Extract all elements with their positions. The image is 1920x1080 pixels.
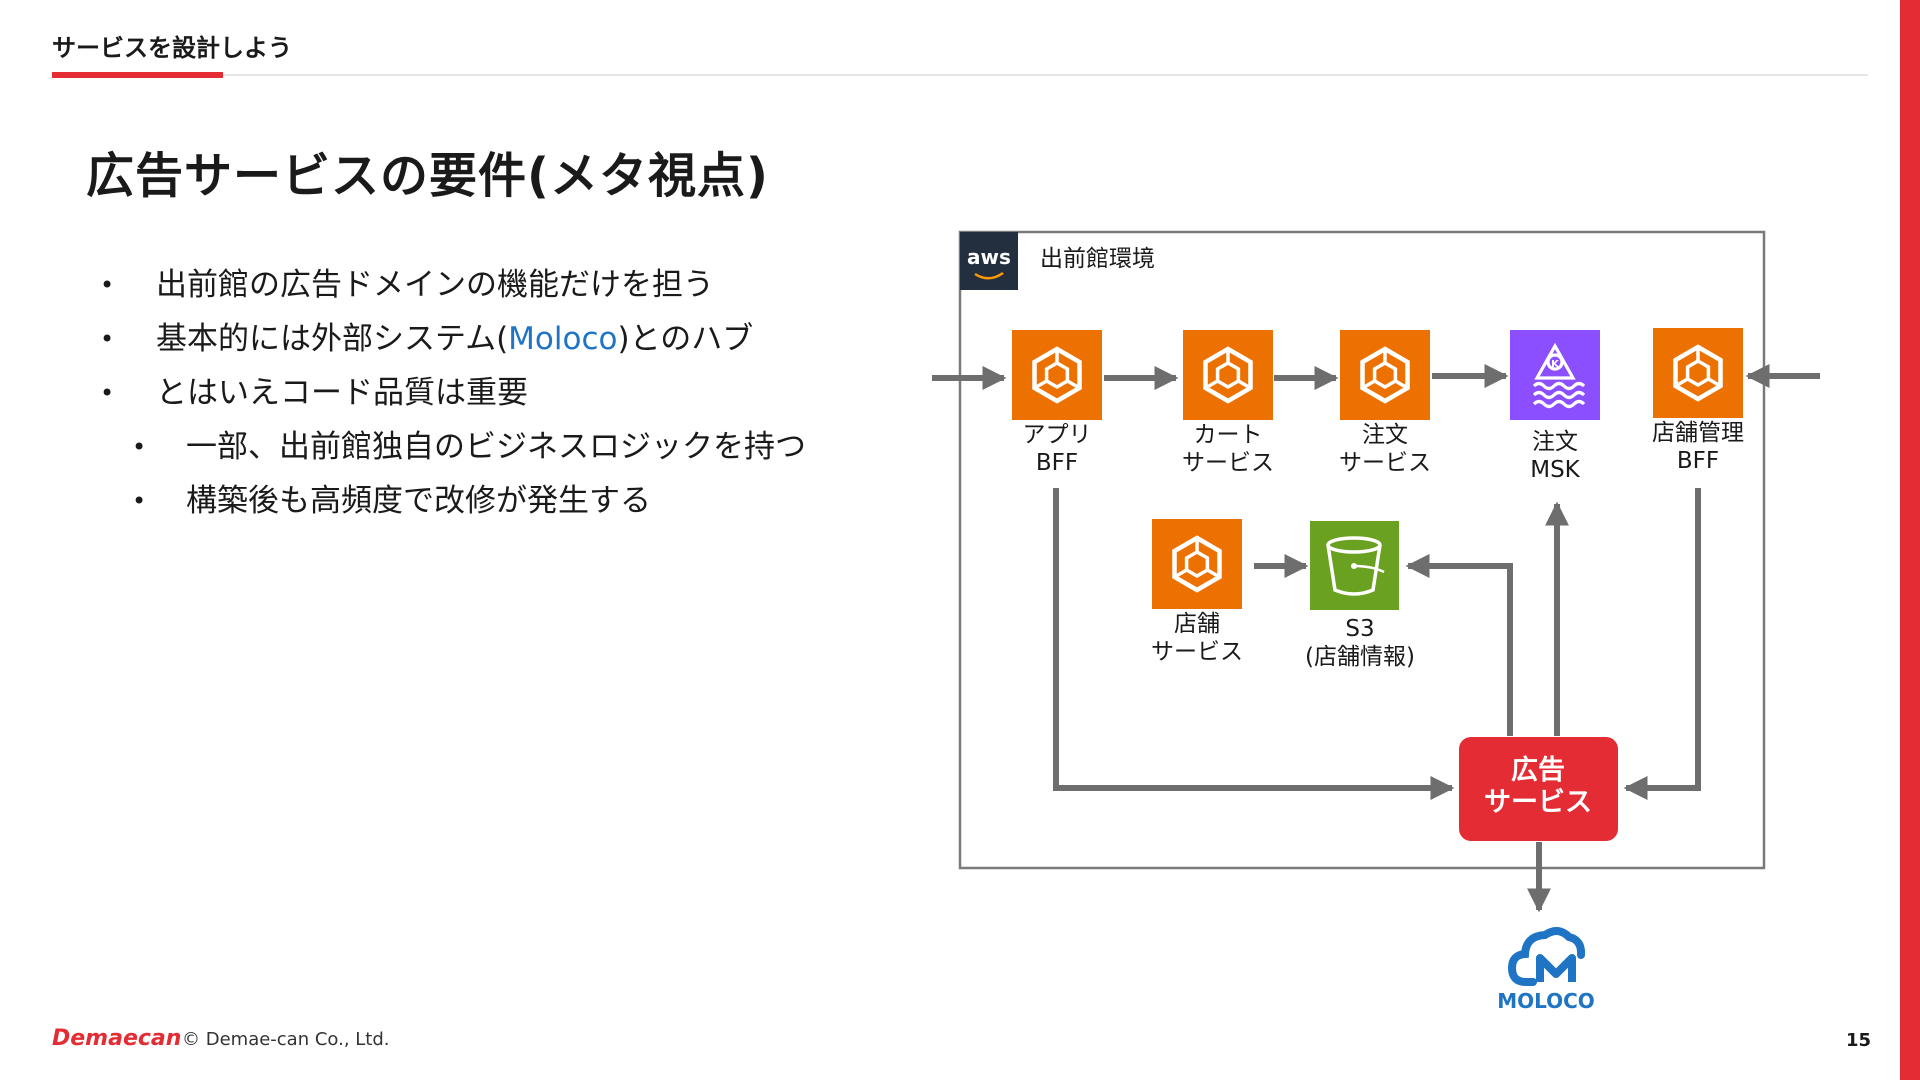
node-label-line2: BFF xyxy=(1677,448,1719,474)
bullet-text-after: )とのハブ xyxy=(617,321,754,357)
node-label-line2: サービス xyxy=(1151,639,1243,665)
bullet-dot: • xyxy=(132,433,147,461)
demaecan-logo: Demaecan xyxy=(52,1026,182,1051)
node-label-line2: (店舗情報) xyxy=(1305,644,1415,670)
bullet-dot: • xyxy=(100,379,115,407)
bullet-text: 基本的には外部システム(Moloco)とのハブ xyxy=(156,312,753,366)
sub-bullet-item: • 構築後も高頻度で改修が発生する xyxy=(100,474,860,528)
page-title: 広告サービスの要件(メタ視点) xyxy=(86,148,769,204)
bullet-item: • 基本的には外部システム(Moloco)とのハブ xyxy=(100,312,860,366)
aws-badge-text: aws xyxy=(967,245,1011,269)
ecs-container-icon xyxy=(1183,330,1273,420)
bullet-dot: • xyxy=(132,487,147,515)
ecs-container-icon xyxy=(1152,519,1242,609)
node-label-line1: 店舗 xyxy=(1174,611,1220,637)
header-accent-underline xyxy=(52,72,223,78)
node-label-line1: カート xyxy=(1194,422,1263,448)
node-label-line2: MSK xyxy=(1530,457,1580,483)
node-order-msk: K 注文 MSK xyxy=(1510,330,1600,483)
aws-badge xyxy=(960,232,1018,290)
node-label-line2: サービス xyxy=(1182,450,1274,476)
bullet-dot: • xyxy=(100,271,115,299)
node-label-line1: 店舗管理 xyxy=(1652,420,1744,446)
node-label-line1: 注文 xyxy=(1532,429,1578,455)
environment-label: 出前館環境 xyxy=(1040,246,1155,272)
node-app-bff: アプリ BFF xyxy=(1012,330,1102,476)
bullet-text: とはいえコード品質は重要 xyxy=(156,375,528,411)
node-label-line1: 注文 xyxy=(1362,422,1408,448)
bullet-list: • 出前館の広告ドメインの機能だけを担う • 基本的には外部システム(Moloc… xyxy=(100,258,860,528)
arrow-ad-service-to-s3 xyxy=(1405,554,1513,736)
footer-copyright: © Demae-can Co., Ltd. xyxy=(182,1029,390,1050)
node-ad-service: 広告 サービス xyxy=(1459,737,1618,841)
sub-bullet-item: • 一部、出前館独自のビジネスロジックを持つ xyxy=(100,420,860,474)
node-moloco: MOLOCO xyxy=(1497,927,1595,1013)
bullet-text: 一部、出前館独自のビジネスロジックを持つ xyxy=(186,429,806,465)
moloco-cloud-icon xyxy=(1507,927,1586,986)
section-label: サービスを設計しよう xyxy=(52,34,292,62)
svg-text:K: K xyxy=(1551,359,1560,370)
page-number: 15 xyxy=(1846,1030,1872,1051)
node-label-line2: サービス xyxy=(1484,787,1592,818)
ecs-container-icon xyxy=(1653,328,1743,418)
moloco-label: MOLOCO xyxy=(1497,989,1595,1013)
arrow-app-bff-to-ad-service xyxy=(1053,488,1455,800)
ecs-container-icon xyxy=(1012,330,1102,420)
arrow-store-bff-to-ad-service xyxy=(1623,488,1701,800)
node-store-service: 店舗 サービス xyxy=(1151,519,1243,665)
node-label-line1: 広告 xyxy=(1511,754,1565,786)
aws-environment-boundary xyxy=(958,230,1766,870)
ecs-container-icon xyxy=(1340,330,1430,420)
bullet-dot: • xyxy=(100,325,115,353)
bullet-item: • 出前館の広告ドメインの機能だけを担う xyxy=(100,258,860,312)
header-divider xyxy=(52,74,1868,76)
bullet-text: 出前館の広告ドメインの機能だけを担う xyxy=(156,267,714,303)
ad-service-box xyxy=(1459,737,1618,841)
right-accent-bar xyxy=(1900,0,1920,1080)
bullet-text: 構築後も高頻度で改修が発生する xyxy=(186,483,651,519)
node-order-service: 注文 サービス xyxy=(1339,330,1431,476)
node-cart-service: カート サービス xyxy=(1182,330,1274,476)
bullet-text-before: 基本的には外部システム( xyxy=(156,321,509,357)
node-label-line1: S3 xyxy=(1345,616,1374,642)
node-store-bff: 店舗管理 BFF xyxy=(1652,328,1744,474)
node-label-line1: アプリ xyxy=(1023,422,1092,448)
aws-smile-icon xyxy=(974,271,1004,280)
node-label-line2: BFF xyxy=(1036,450,1078,476)
node-label-line2: サービス xyxy=(1339,450,1431,476)
node-s3: S3 (店舗情報) xyxy=(1305,521,1415,670)
bullet-item: • とはいえコード品質は重要 xyxy=(100,366,860,420)
moloco-link[interactable]: Moloco xyxy=(508,321,618,357)
connector-arrows xyxy=(932,364,1820,913)
